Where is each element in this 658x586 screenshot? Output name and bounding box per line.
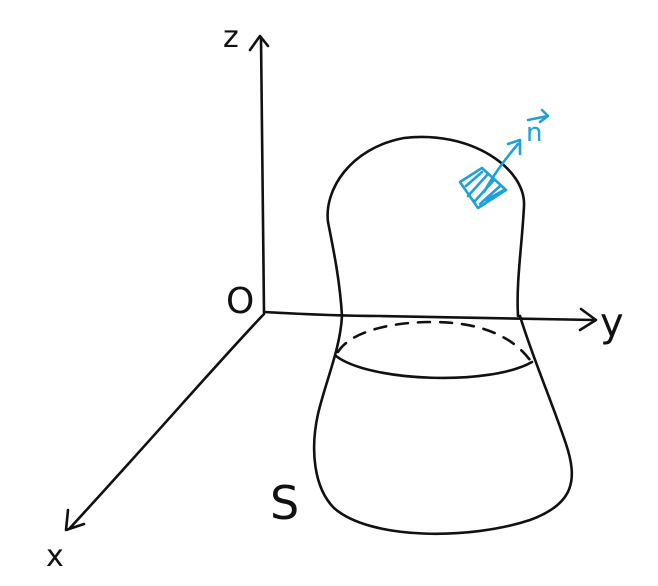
axes — [64, 34, 598, 532]
x-axis-label: x — [46, 539, 64, 574]
cross-section-back — [336, 320, 532, 362]
origin-label: O — [226, 281, 254, 322]
surface-patch — [458, 166, 508, 210]
normal-label-vector-arrow — [526, 108, 550, 124]
z-axis-label: z — [223, 20, 239, 55]
surface-upper-lobe — [326, 135, 526, 318]
z-axis-arrowhead — [248, 34, 270, 52]
normal-vector-group: n — [458, 108, 550, 210]
cross-section-front — [334, 354, 534, 380]
normal-vector-arrowhead — [506, 138, 522, 156]
surface-label: S — [270, 476, 299, 530]
surface-lower-body — [312, 314, 574, 536]
y-axis-line — [262, 310, 596, 322]
x-axis-arrowhead — [64, 508, 86, 532]
normal-vector-label: n — [526, 118, 542, 148]
z-axis-line — [259, 36, 266, 314]
x-axis-line — [68, 312, 266, 530]
normal-vector-arrow — [482, 142, 520, 194]
surface-s — [312, 135, 574, 536]
y-axis-arrowhead — [578, 307, 598, 332]
y-axis-label: y — [600, 300, 624, 346]
